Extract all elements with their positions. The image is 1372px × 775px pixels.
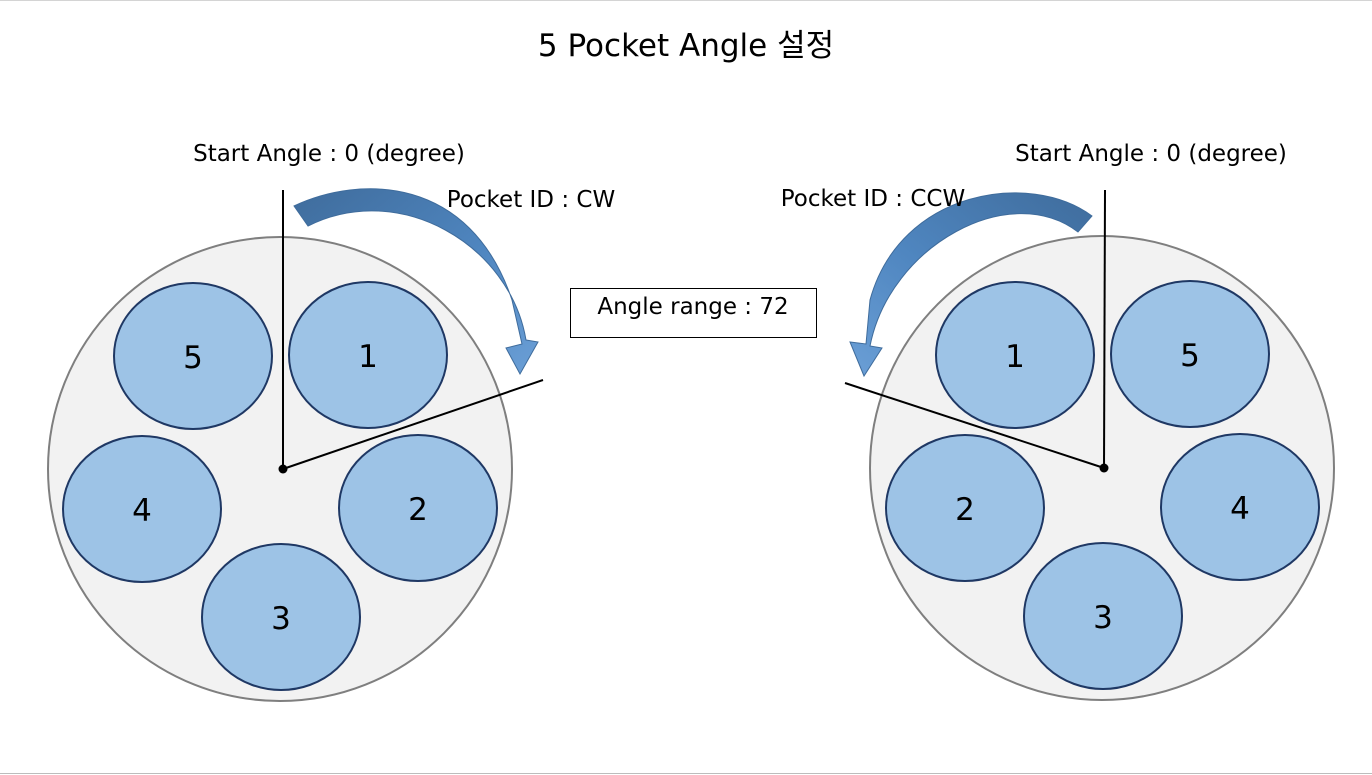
left-start-angle-label: Start Angle : 0 (degree) <box>193 141 465 167</box>
right-pocket-5: 5 <box>1110 280 1270 428</box>
right-pocket-id-label: Pocket ID : CCW <box>781 186 965 212</box>
left-cw-arrow-icon <box>293 188 539 376</box>
right-ccw-arrow-icon <box>849 192 1093 378</box>
left-pocket-id-label: Pocket ID : CW <box>447 187 615 213</box>
left-range-line <box>282 379 544 470</box>
angle-range-label: Angle range : 72 <box>597 294 788 320</box>
left-pocket-2: 2 <box>338 434 498 582</box>
slide-top-border <box>0 0 1372 1</box>
right-pocket-3: 3 <box>1023 542 1183 690</box>
right-pocket-4: 4 <box>1160 433 1320 581</box>
left-pocket-2-label: 2 <box>408 492 428 528</box>
right-carousel: 1 5 2 4 3 Start Angle : 0 (degree) Pocke… <box>781 141 1335 701</box>
left-carousel: 5 1 4 2 3 Start Angle : 0 (degree) Pocke… <box>47 141 615 702</box>
left-pocket-4: 4 <box>62 435 222 583</box>
left-pocket-5: 5 <box>113 282 273 430</box>
right-range-line <box>844 382 1105 469</box>
right-center-dot <box>1099 463 1109 473</box>
right-pocket-3-label: 3 <box>1093 600 1113 636</box>
angle-range-box <box>570 288 817 338</box>
left-pocket-5-label: 5 <box>183 340 203 376</box>
left-pocket-4-label: 4 <box>132 493 152 529</box>
slide-bottom-border <box>0 773 1372 774</box>
page-title: 5 Pocket Angle 설정 <box>538 28 834 64</box>
right-pocket-4-label: 4 <box>1230 491 1250 527</box>
left-center-dot <box>278 464 288 474</box>
left-pocket-1: 1 <box>288 281 448 429</box>
left-pocket-1-label: 1 <box>358 339 378 375</box>
right-start-angle-line <box>1103 189 1106 469</box>
left-pocket-3: 3 <box>201 543 361 691</box>
right-pocket-2: 2 <box>885 434 1045 582</box>
right-pocket-1-label: 1 <box>1005 339 1025 375</box>
right-pocket-1: 1 <box>935 281 1095 429</box>
right-pocket-5-label: 5 <box>1180 338 1200 374</box>
right-pocket-2-label: 2 <box>955 492 975 528</box>
right-start-angle-label: Start Angle : 0 (degree) <box>1015 141 1287 167</box>
left-pocket-3-label: 3 <box>271 601 291 637</box>
